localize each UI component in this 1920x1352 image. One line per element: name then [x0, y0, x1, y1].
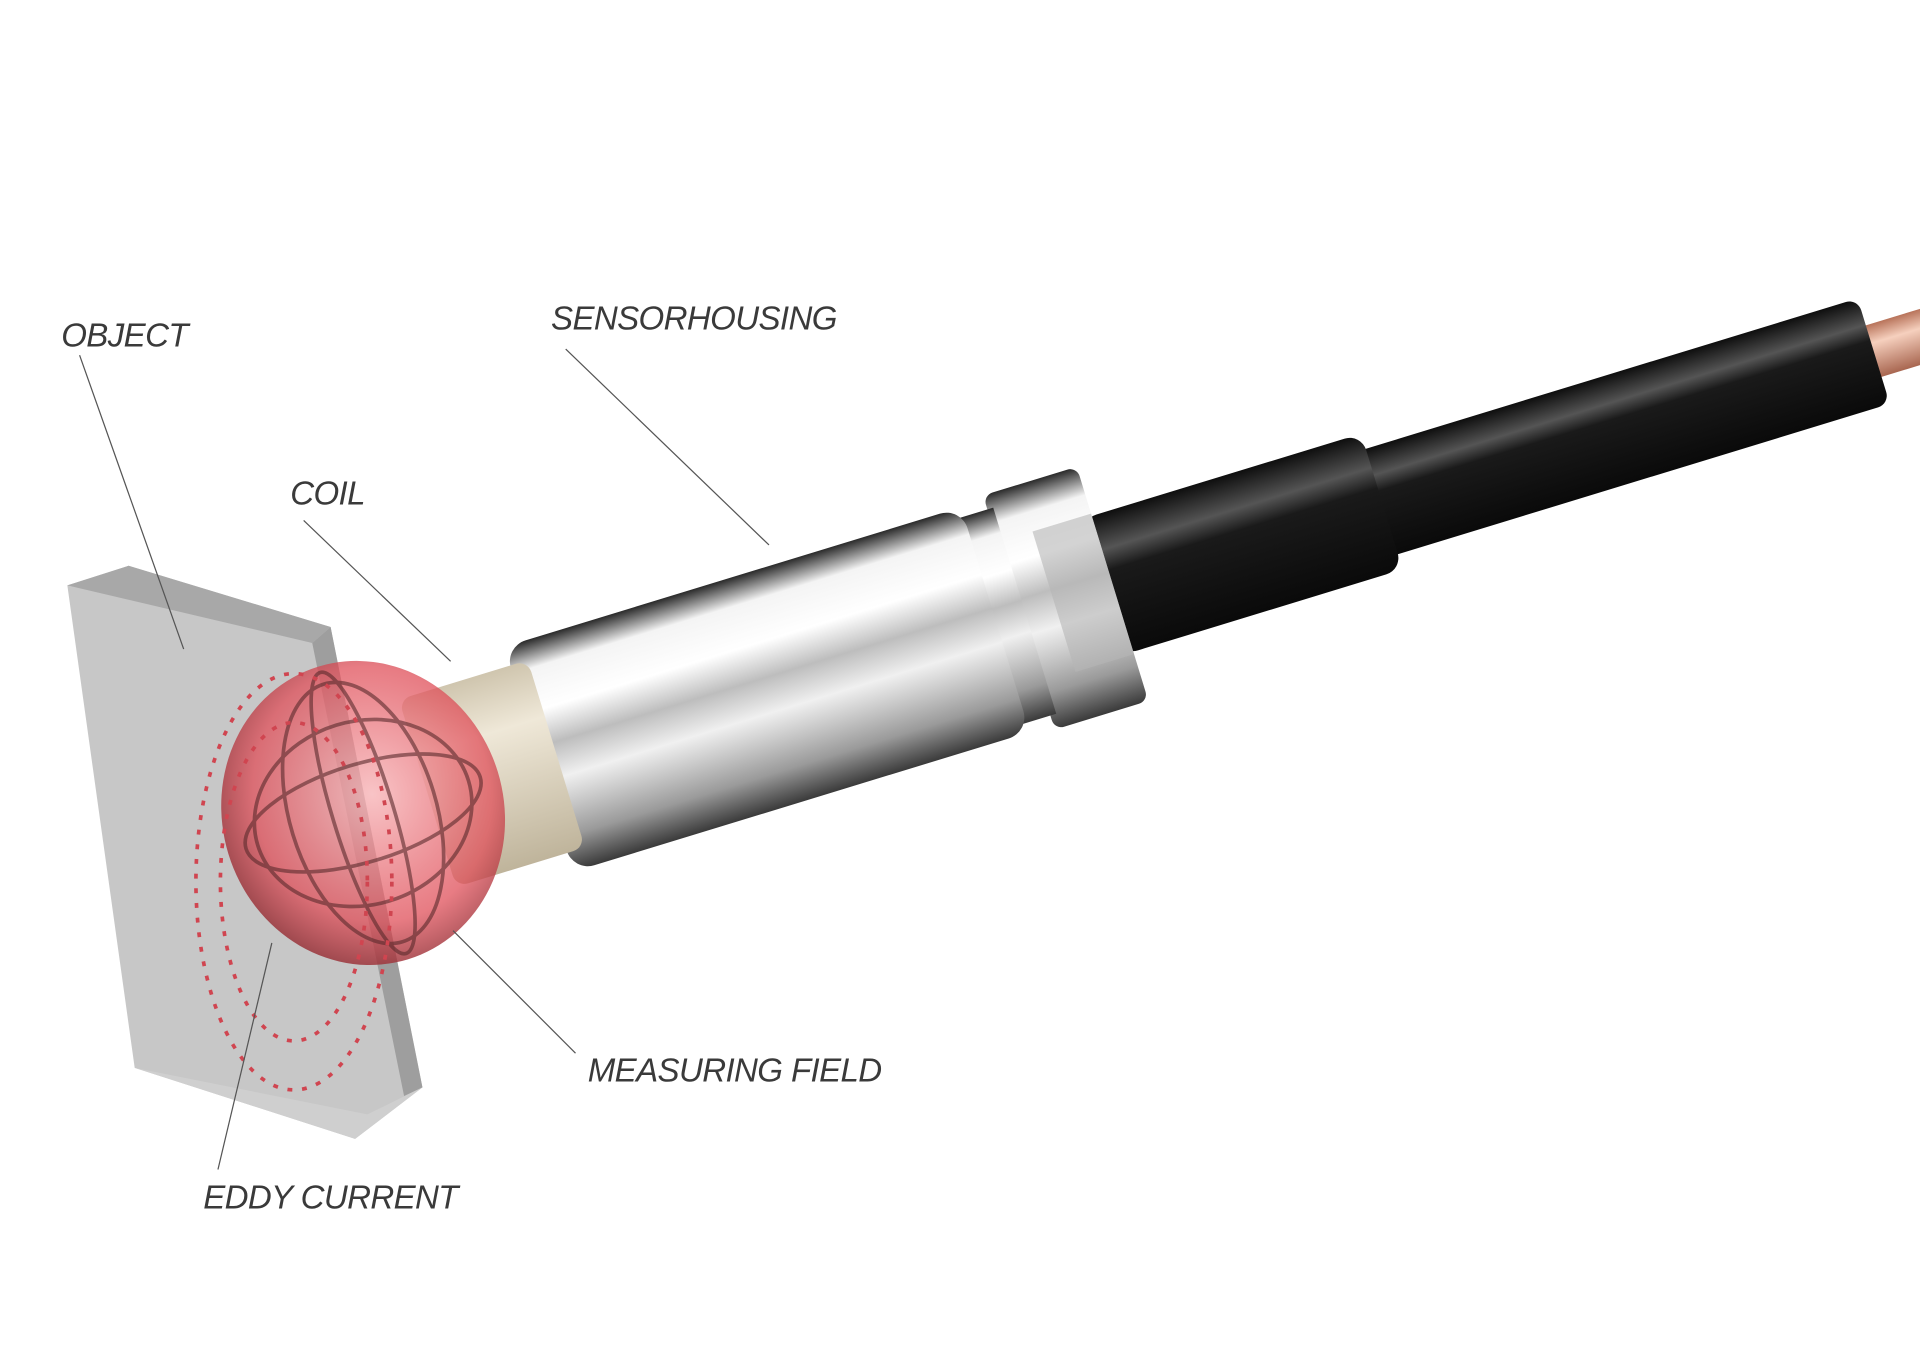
label-object: OBJECT [61, 318, 191, 355]
sensor-housing [509, 512, 1025, 867]
eddy-current-marks [194, 671, 394, 1092]
measuring-field-leader [452, 930, 576, 1054]
object-leader [79, 354, 185, 650]
label-measuring-field: MEASURING FIELD [588, 1052, 882, 1089]
housing-groove [958, 507, 1057, 725]
cable-thin [1345, 301, 1887, 559]
sensorhousing-leader [565, 348, 770, 546]
copper-wire [1842, 260, 1920, 385]
coil-leader [303, 520, 452, 662]
label-eddy-current: EDDY CURRENT [203, 1180, 461, 1217]
cable-sleeve [1084, 437, 1399, 652]
label-sensorhousing: SENSORHOUSING [551, 300, 837, 337]
eddy-current-leader [217, 942, 273, 1170]
label-coil: COIL [290, 476, 365, 513]
